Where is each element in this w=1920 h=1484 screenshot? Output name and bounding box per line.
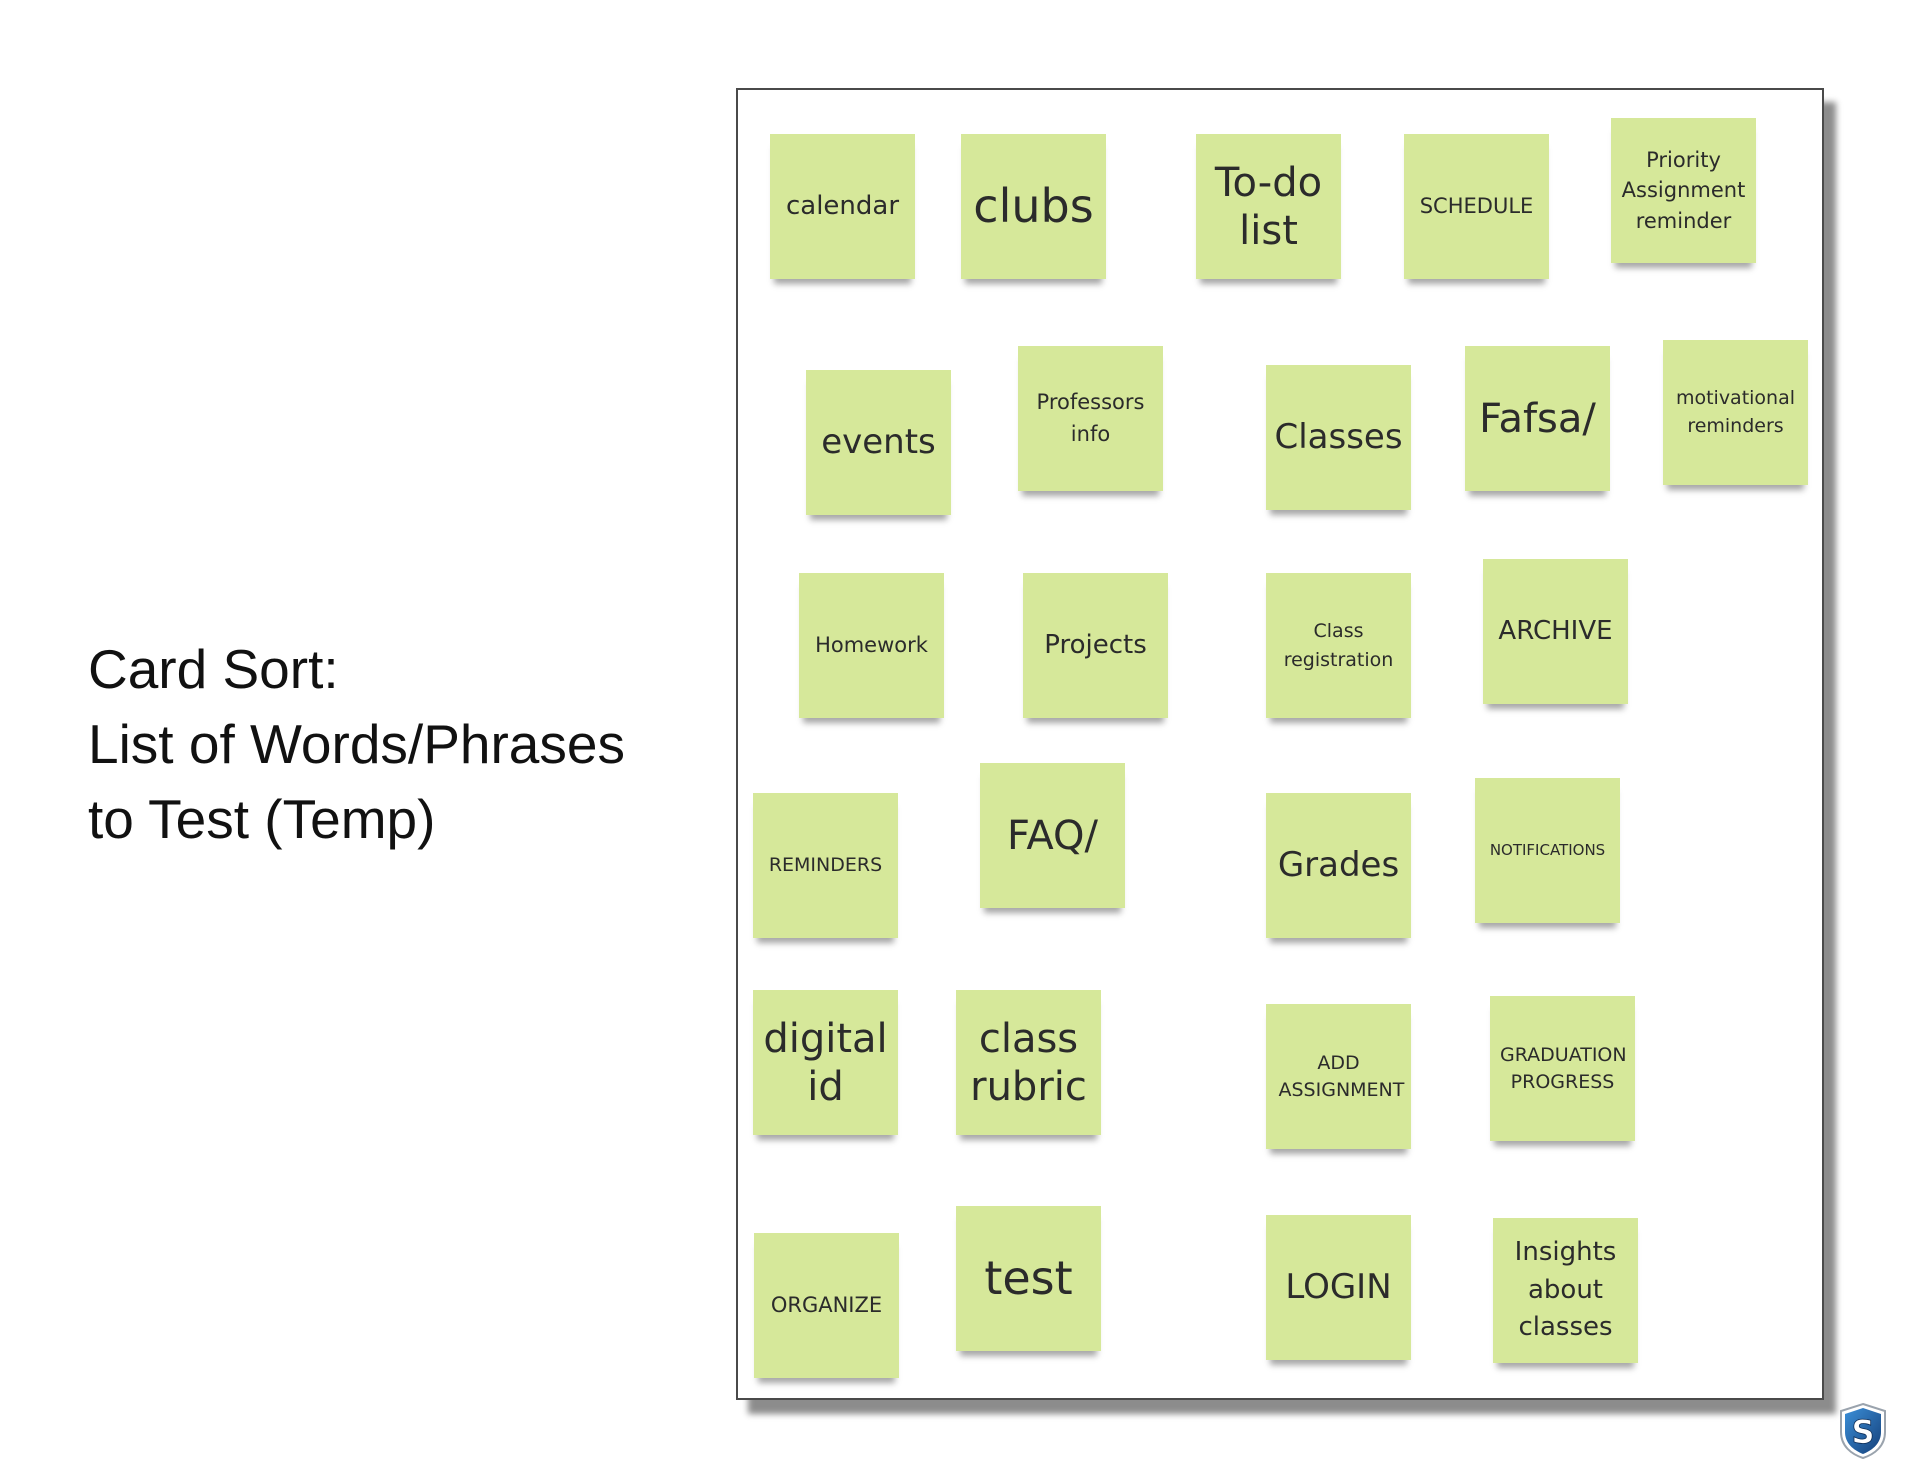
title-line-2: List of Words/Phrases	[88, 713, 625, 775]
sticky-note-to-do-list[interactable]: To-do list	[1196, 134, 1341, 279]
sticky-note-insights-about-classes[interactable]: Insights about classes	[1493, 1218, 1638, 1363]
sticky-note-professors-info[interactable]: Professors info	[1018, 346, 1163, 491]
sticky-note-graduation-progress[interactable]: GRADUATION PROGRESS	[1490, 996, 1635, 1141]
sticky-note-organize[interactable]: ORGANIZE	[754, 1233, 899, 1378]
sticky-note-clubs[interactable]: clubs	[961, 134, 1106, 279]
sticky-note-priority-assignment-reminder[interactable]: Priority Assignment reminder	[1611, 118, 1756, 263]
card-sort-board: calendar clubs To-do list SCHEDULE Prior…	[736, 88, 1824, 1400]
sticky-note-archive[interactable]: ARCHIVE	[1483, 559, 1628, 704]
sticky-note-class-registration[interactable]: Class registration	[1266, 573, 1411, 718]
sticky-note-homework[interactable]: Homework	[799, 573, 944, 718]
sticky-note-classes[interactable]: Classes	[1266, 365, 1411, 510]
shield-s-logo-icon: S	[1840, 1402, 1886, 1460]
sticky-note-faq[interactable]: FAQ/	[980, 763, 1125, 908]
sticky-note-add-assignment[interactable]: ADD ASSIGNMENT	[1266, 1004, 1411, 1149]
sticky-note-schedule[interactable]: SCHEDULE	[1404, 134, 1549, 279]
sticky-note-digital-id[interactable]: digital id	[753, 990, 898, 1135]
sticky-note-fafsa[interactable]: Fafsa/	[1465, 346, 1610, 491]
sticky-note-calendar[interactable]: calendar	[770, 134, 915, 279]
sticky-note-login[interactable]: LOGIN	[1266, 1215, 1411, 1360]
sticky-note-motivational-reminders[interactable]: motivational reminders	[1663, 340, 1808, 485]
sticky-note-projects[interactable]: Projects	[1023, 573, 1168, 718]
sticky-note-class-rubric[interactable]: class rubric	[956, 990, 1101, 1135]
sticky-note-grades[interactable]: Grades	[1266, 793, 1411, 938]
title-line-1: Card Sort:	[88, 638, 339, 700]
logo-letter: S	[1851, 1413, 1874, 1451]
sticky-note-events[interactable]: events	[806, 370, 951, 515]
slide-title: Card Sort: List of Words/Phrases to Test…	[88, 632, 708, 857]
sticky-note-reminders[interactable]: REMINDERS	[753, 793, 898, 938]
sticky-note-test[interactable]: test	[956, 1206, 1101, 1351]
title-line-3: to Test (Temp)	[88, 788, 436, 850]
sticky-note-notifications[interactable]: NOTIFICATIONS	[1475, 778, 1620, 923]
